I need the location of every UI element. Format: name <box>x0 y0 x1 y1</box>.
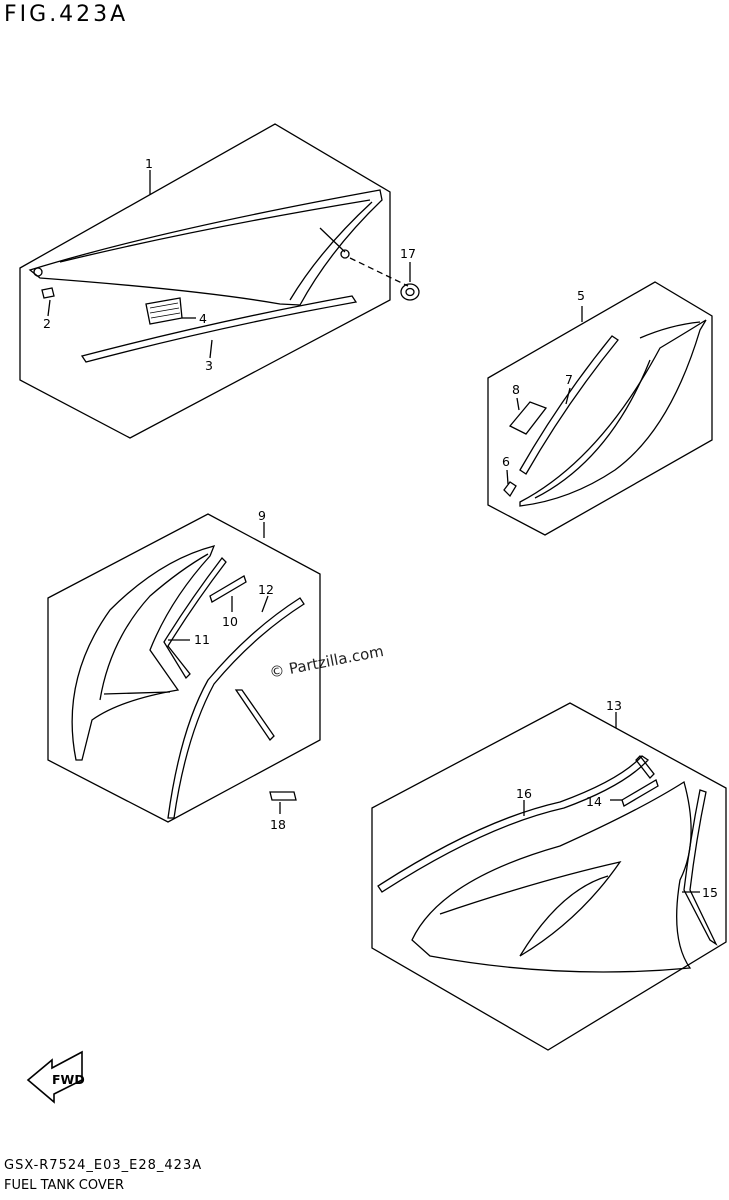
group-box-13 <box>371 702 727 1051</box>
figure-title: FIG.423A <box>4 2 129 27</box>
group-box-9 <box>47 513 321 823</box>
part-11-strip <box>163 557 227 680</box>
callout-6: 6 <box>502 454 510 469</box>
part-14-strip <box>621 779 659 807</box>
callout-10: 10 <box>222 614 238 629</box>
group-box-1 <box>19 123 391 439</box>
part-12-strip <box>167 597 305 819</box>
callout-12: 12 <box>258 582 274 597</box>
callout-17: 17 <box>400 246 416 261</box>
figure-code: GSX-R7524_E03_E28_423A <box>4 1158 203 1173</box>
part-15-strip <box>683 789 718 946</box>
callout-16: 16 <box>516 786 532 801</box>
callout-8: 8 <box>512 382 520 397</box>
group-box-5 <box>487 281 713 536</box>
callout-4: 4 <box>199 311 207 326</box>
part-2-clip <box>41 287 55 299</box>
callout-1: 1 <box>145 156 153 171</box>
part-18-clip <box>269 791 297 801</box>
fwd-label: FWD <box>52 1072 85 1087</box>
callout-15: 15 <box>702 885 718 900</box>
callout-9: 9 <box>258 508 266 523</box>
callout-2: 2 <box>43 316 51 331</box>
callout-5: 5 <box>577 288 585 303</box>
callout-11: 11 <box>194 632 210 647</box>
callout-7: 7 <box>565 372 573 387</box>
part-7-strip <box>519 335 619 475</box>
part-16-strip <box>377 755 649 893</box>
callout-3: 3 <box>205 358 213 373</box>
part-5-cover <box>519 319 707 507</box>
figure-name: FUEL TANK COVER <box>4 1178 125 1193</box>
part-4-emblem <box>145 297 183 325</box>
part-10-strip <box>209 575 247 603</box>
part-3-strip <box>80 295 358 363</box>
part-17-grommet <box>400 283 420 301</box>
callout-18: 18 <box>270 817 286 832</box>
part-1-cover <box>28 189 383 306</box>
part-8-label <box>508 401 548 435</box>
callout-14: 14 <box>586 794 602 809</box>
part-9-cover <box>71 545 216 761</box>
fwd-arrow-icon <box>26 1050 83 1104</box>
callout-13: 13 <box>606 698 622 713</box>
part-6-clip <box>503 481 517 498</box>
